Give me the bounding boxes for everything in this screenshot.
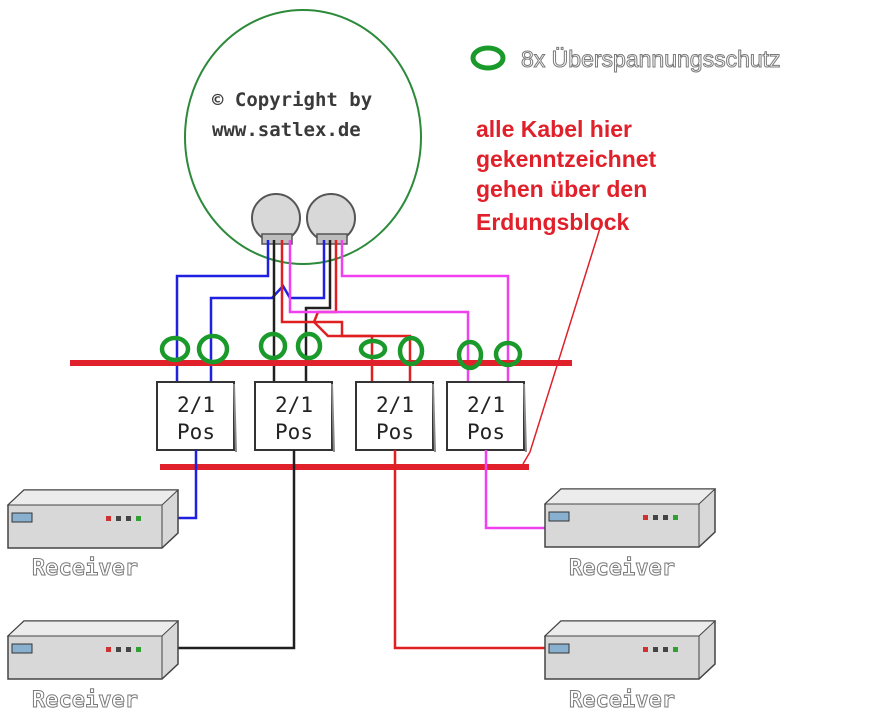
switch-label-line2: Pos: [467, 420, 505, 444]
annotation-line-1: alle Kabel hier: [476, 116, 632, 142]
switch-label-line1: 2/1: [467, 393, 505, 417]
surge-protector-icon: [258, 331, 288, 361]
legend-marker-icon: [470, 45, 506, 71]
copyright-text-line2: www.satlex.de: [212, 119, 361, 141]
switch-2: 2/1 Pos: [254, 381, 335, 453]
copyright-text-line1: © Copyright by: [212, 89, 372, 111]
satellite-dish: [184, 9, 422, 265]
switch-label-line1: 2/1: [275, 393, 313, 417]
receiver-2: Receiver: [6, 620, 180, 714]
receiver-4: Receiver: [543, 620, 717, 714]
lnb-left: [251, 193, 301, 245]
surge-protector-icon: [397, 335, 425, 367]
cable-red-1: [280, 240, 412, 382]
switch-3: 2/1 Pos: [355, 381, 436, 453]
switch-4: 2/1 Pos: [446, 381, 527, 453]
surge-protector-icon: [196, 333, 230, 365]
receiver-label: Receiver: [32, 688, 138, 713]
cable-out-magenta: [484, 450, 545, 530]
cable-out-red: [393, 450, 545, 650]
cable-magenta-2: [340, 240, 510, 382]
receiver-3: Receiver: [543, 488, 717, 582]
lnb-right: [306, 193, 356, 245]
switch-label-line2: Pos: [177, 420, 215, 444]
cable-magenta-1: [288, 240, 470, 382]
cable-blue-1: [175, 240, 270, 382]
switch-1: 2/1 Pos: [156, 381, 237, 453]
annotation-line-3: gehen über den: [476, 176, 647, 202]
switch-label-line2: Pos: [376, 420, 414, 444]
switch-label-line1: 2/1: [177, 393, 215, 417]
receiver-label: Receiver: [569, 556, 675, 581]
surge-protector-icon: [358, 338, 388, 360]
cable-out-blue: [178, 450, 198, 520]
receiver-label: Receiver: [32, 556, 138, 581]
surge-protector-icon: [295, 331, 323, 361]
legend-text: 8x Überspannungsschutz: [521, 46, 781, 72]
annotation-pointer: [522, 227, 601, 465]
surge-protector-icon: [159, 335, 191, 363]
cable-out-black: [178, 450, 296, 650]
cable-black-2: [304, 240, 332, 382]
annotation-line-2: gekenntzeichnet: [476, 146, 657, 172]
switch-label-line2: Pos: [275, 420, 313, 444]
surge-protector-icon: [456, 339, 484, 371]
receiver-label: Receiver: [569, 688, 675, 713]
switch-label-line1: 2/1: [376, 393, 414, 417]
annotation-line-4: Erdungsblock: [476, 209, 630, 235]
receiver-1: Receiver: [6, 489, 180, 582]
surge-protectors: [159, 331, 523, 371]
surge-protector-icon: [493, 340, 523, 368]
